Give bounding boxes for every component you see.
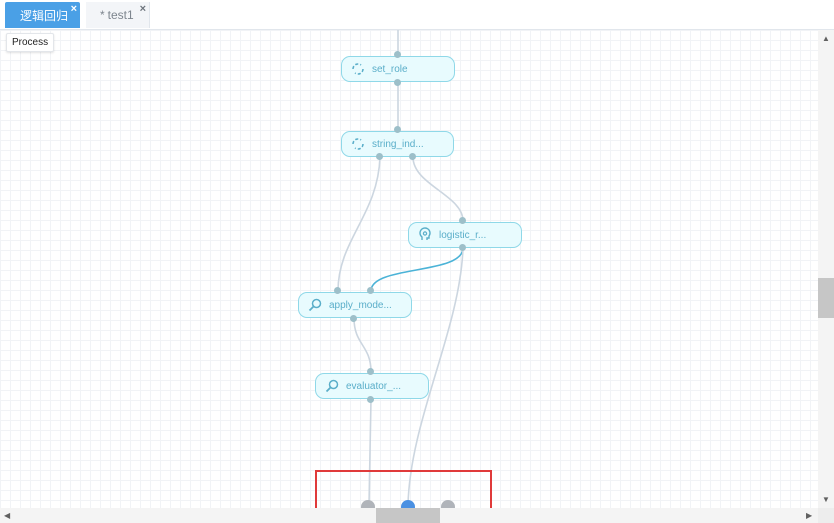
scroll-up-icon[interactable]: ▲ bbox=[822, 34, 830, 43]
scrollbar-corner bbox=[818, 508, 834, 523]
output-port[interactable] bbox=[409, 153, 416, 160]
output-port[interactable] bbox=[459, 244, 466, 251]
operator-label: set_role bbox=[372, 63, 408, 75]
refresh-icon bbox=[349, 60, 367, 78]
vertical-scroll-thumb[interactable] bbox=[818, 278, 834, 318]
refresh-icon bbox=[349, 135, 367, 153]
tab-bar: 逻辑回归 × * test1 × bbox=[0, 0, 834, 30]
input-port[interactable] bbox=[394, 126, 401, 133]
scroll-right-icon[interactable]: ▶ bbox=[806, 511, 813, 520]
operator-label: string_ind... bbox=[372, 138, 424, 150]
magnifier-icon bbox=[323, 377, 341, 395]
operator-string-indexer[interactable]: string_ind... bbox=[341, 131, 454, 157]
input-port[interactable] bbox=[334, 287, 341, 294]
output-port[interactable] bbox=[367, 396, 374, 403]
magnifier-icon bbox=[306, 296, 324, 314]
operator-evaluator[interactable]: evaluator_... bbox=[315, 373, 429, 399]
close-icon[interactable]: × bbox=[70, 3, 77, 15]
input-port[interactable] bbox=[367, 368, 374, 375]
operator-label: logistic_r... bbox=[439, 229, 487, 241]
operator-apply-model[interactable]: apply_mode... bbox=[298, 292, 412, 318]
output-port[interactable] bbox=[376, 153, 383, 160]
tab-test1[interactable]: * test1 × bbox=[86, 2, 150, 28]
process-canvas[interactable] bbox=[0, 30, 818, 508]
operator-logistic-regression[interactable]: logistic_r... bbox=[408, 222, 522, 248]
tab-label: 逻辑回归 bbox=[20, 8, 69, 23]
scroll-down-icon[interactable]: ▼ bbox=[822, 495, 830, 504]
horizontal-scroll-thumb[interactable] bbox=[376, 508, 440, 523]
model-head-icon bbox=[416, 226, 434, 244]
close-icon[interactable]: × bbox=[139, 3, 146, 15]
unsaved-marker: * bbox=[100, 8, 105, 22]
vertical-scrollbar[interactable] bbox=[818, 30, 834, 508]
tab-label: test1 bbox=[107, 8, 134, 22]
input-port[interactable] bbox=[394, 51, 401, 58]
input-port[interactable] bbox=[367, 287, 374, 294]
input-port[interactable] bbox=[459, 217, 466, 224]
output-port[interactable] bbox=[394, 79, 401, 86]
tab-logistic-regression[interactable]: 逻辑回归 × bbox=[5, 2, 80, 28]
operator-label: evaluator_... bbox=[346, 380, 402, 392]
output-port[interactable] bbox=[350, 315, 357, 322]
operator-label: apply_mode... bbox=[329, 299, 392, 311]
scroll-left-icon[interactable]: ◀ bbox=[4, 511, 11, 520]
process-breadcrumb[interactable]: Process bbox=[6, 33, 55, 52]
